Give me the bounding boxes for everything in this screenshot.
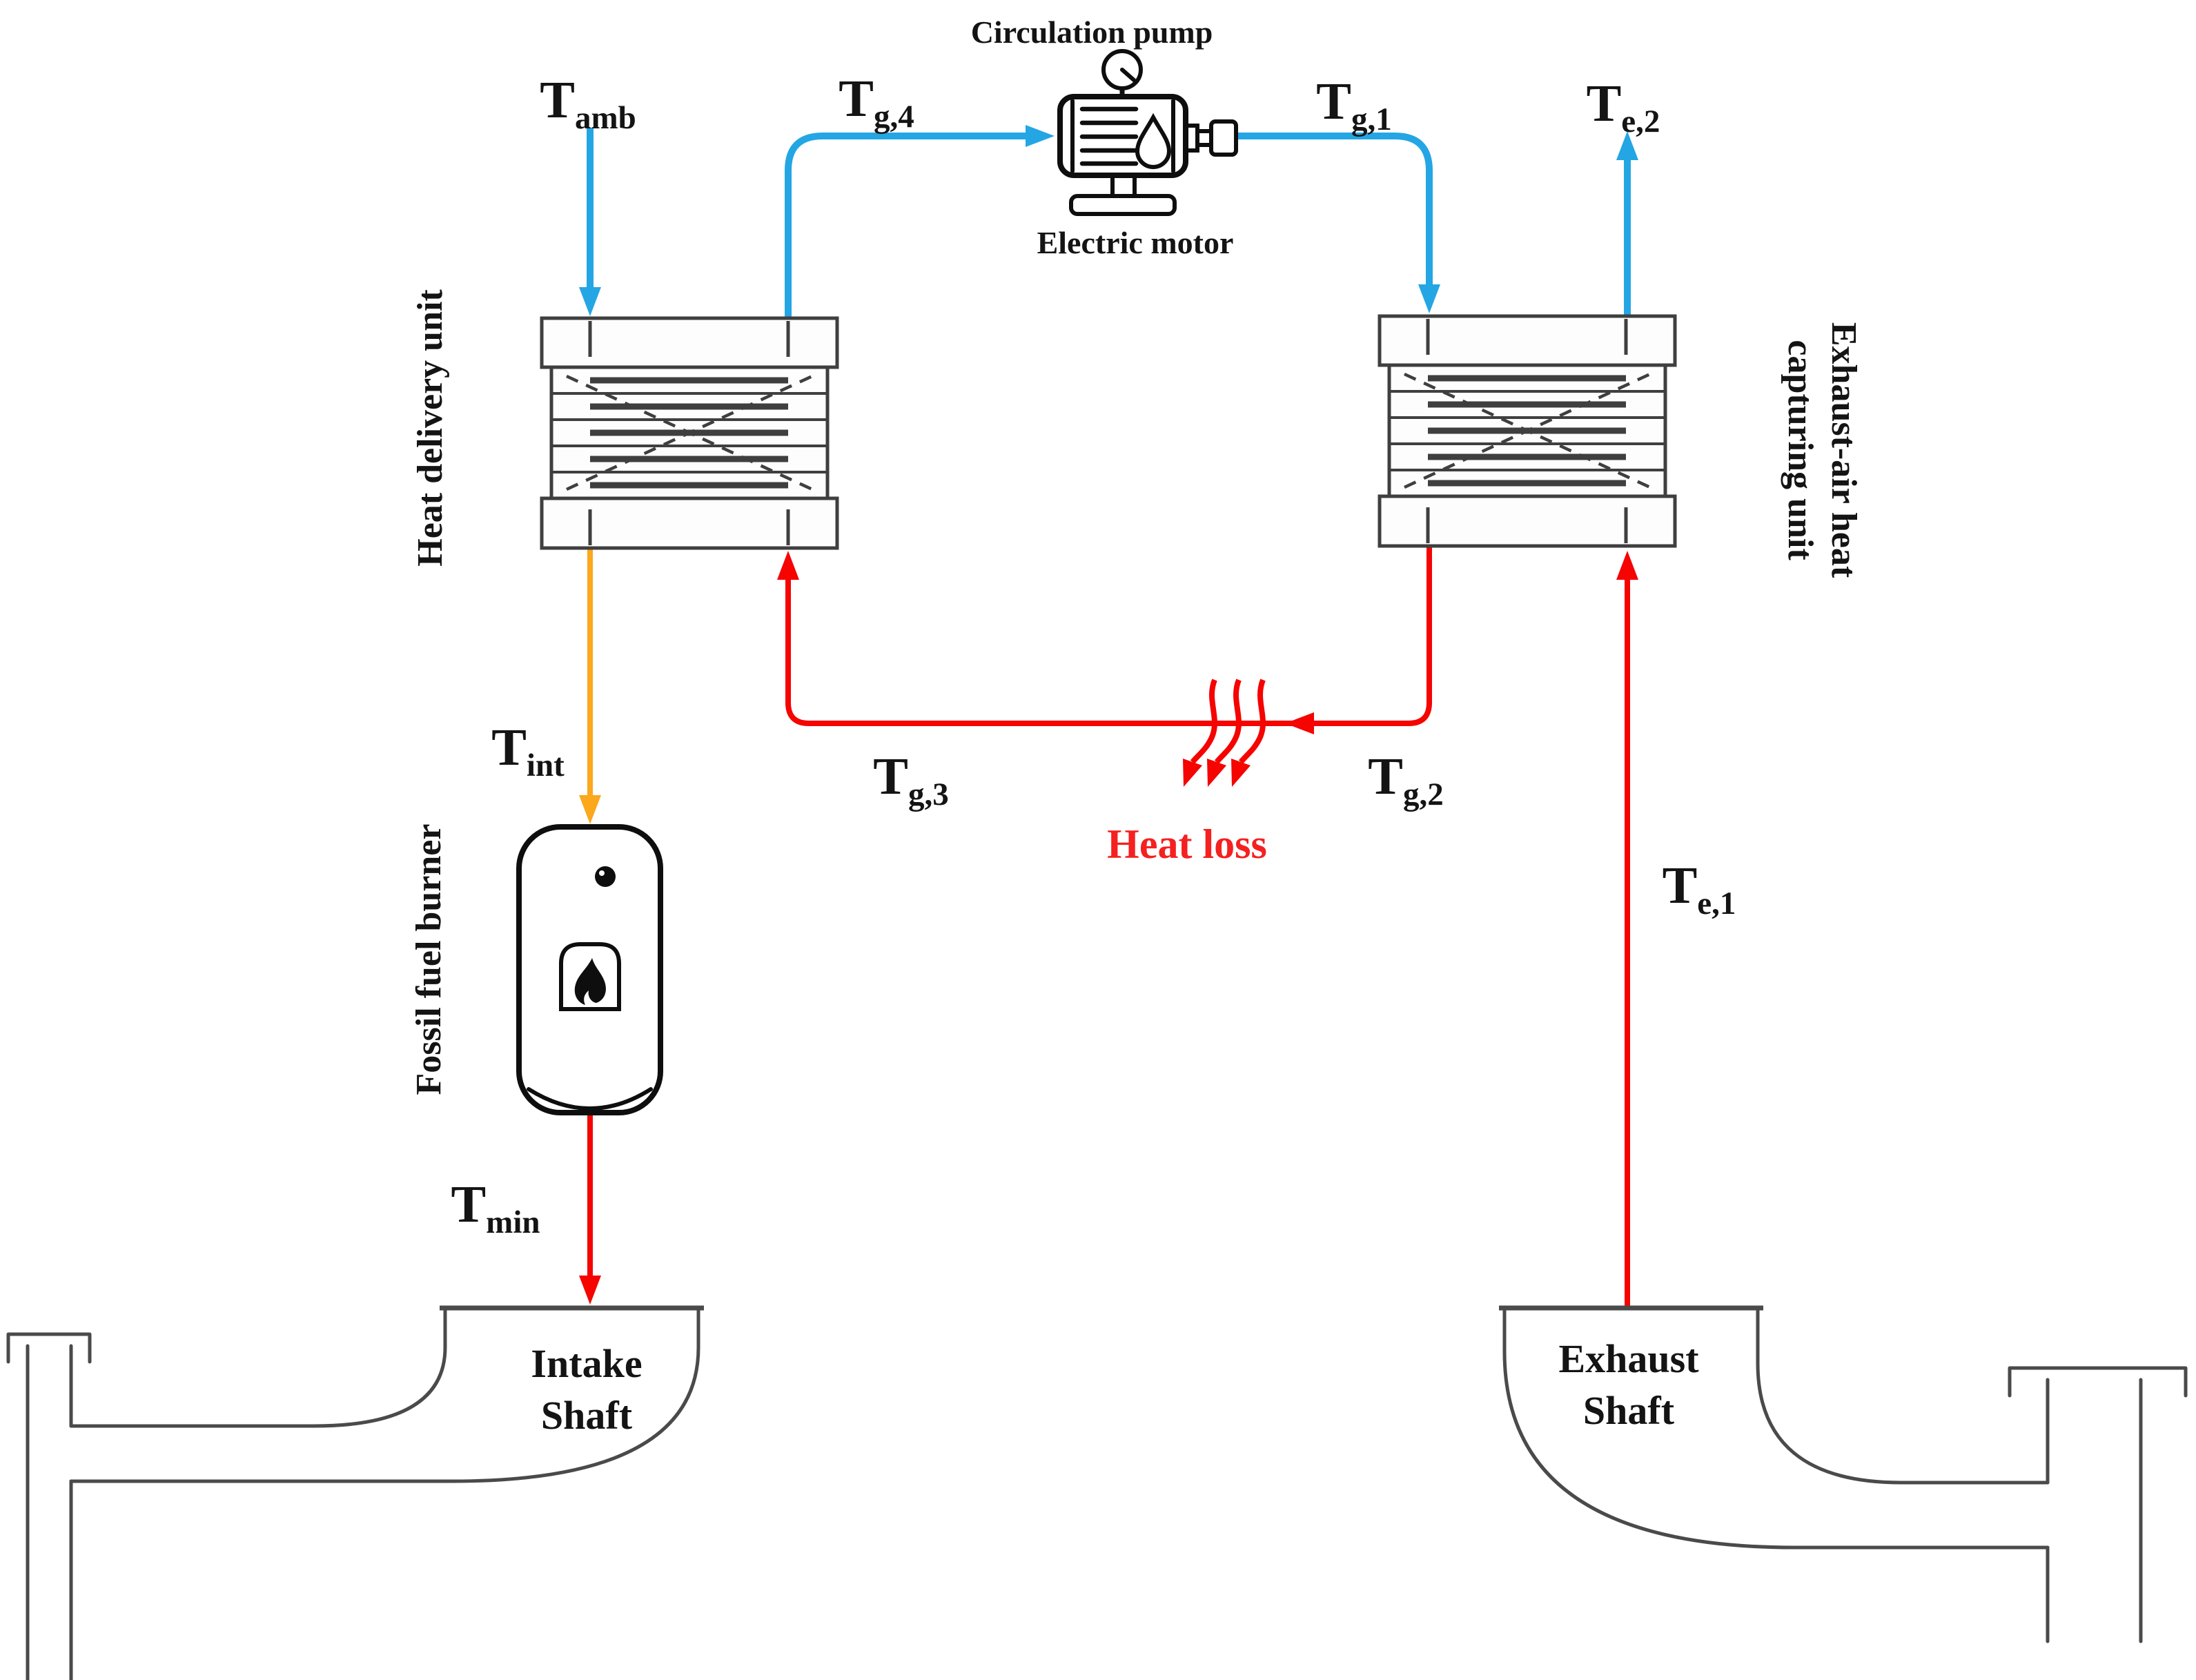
pump-base — [1069, 194, 1177, 216]
pump-end-caps — [1070, 99, 1175, 173]
water-drop-icon — [1135, 113, 1172, 169]
exhaust-air-heat-label-line2: capturing unit — [1781, 340, 1820, 560]
label-t-int: Tint — [491, 719, 565, 783]
label-t-e1: Te,1 — [1663, 857, 1736, 921]
right-vent-walls — [2046, 1378, 2143, 1643]
pipe-t-e1 — [1616, 551, 1638, 1308]
exhaust-duct-inner-wall — [1756, 1306, 2050, 1485]
pipe-t-e2 — [1616, 131, 1638, 316]
pipe-t-int — [579, 548, 601, 824]
intake-shaft-label-line1: Intake — [531, 1341, 642, 1386]
label-t-g2: Tg,2 — [1368, 748, 1443, 812]
exhaust-shaft-label-line2: Shaft — [1583, 1388, 1675, 1433]
heat-loss-label: Heat loss — [1107, 821, 1267, 867]
circulation-pump-label: Circulation pump — [971, 14, 1213, 50]
left-vent-walls — [26, 1344, 73, 1680]
pipe-t-amb — [579, 128, 601, 316]
fossil-fuel-burner-label: Fossil fuel burner — [409, 824, 449, 1095]
intake-shaft-structure — [6, 1305, 704, 1680]
label-t-e2: Te,2 — [1587, 75, 1660, 139]
label-t-g3: Tg,3 — [873, 748, 948, 812]
circulation-pump-icon — [1057, 49, 1238, 216]
intake-shaft-label-line2: Shaft — [541, 1393, 633, 1438]
intake-duct-inner-wall — [69, 1306, 447, 1428]
gauge-needle — [1120, 68, 1136, 82]
pipe-heat-loss-return — [777, 546, 1432, 734]
right-vent-cap — [2008, 1366, 2188, 1398]
burner-knob-highlight — [599, 870, 605, 876]
pump-coupling — [1209, 119, 1238, 157]
burner-knob-icon — [595, 866, 616, 887]
burner-bottom-seam — [527, 1087, 653, 1111]
label-t-min: Tmin — [451, 1175, 540, 1240]
pipe-t-g1 — [1235, 133, 1440, 313]
label-t-g1: Tg,1 — [1316, 72, 1391, 137]
exhaust-shaft-structure — [1499, 1305, 2188, 1643]
pump-stand — [1110, 173, 1137, 198]
exhaust-shaft-label-line1: Exhaust — [1558, 1336, 1699, 1381]
exhaust-duct-outer-wall — [1502, 1306, 2050, 1550]
label-t-g4: Tg,4 — [839, 70, 914, 135]
electric-motor-label: Electric motor — [1037, 225, 1234, 260]
fossil-fuel-burner-icon — [516, 824, 663, 1115]
intake-duct-outer-wall — [69, 1306, 700, 1483]
heat-loss-arrows-icon — [1183, 678, 1266, 787]
label-t-amb: Tamb — [540, 71, 636, 136]
pipe-t-g4 — [785, 125, 1055, 318]
heat-delivery-unit-label: Heat delivery unit — [411, 289, 450, 567]
pump-vents — [1079, 106, 1139, 166]
left-vent-cap — [6, 1332, 92, 1364]
flame-icon — [574, 958, 606, 1005]
exhaust-air-heat-label-line1: Exhaust-air heat — [1824, 322, 1863, 578]
pipe-t-min — [579, 1113, 601, 1305]
heat-exchanger-capturing-icon — [1380, 316, 1675, 546]
heat-exchanger-delivery-icon — [542, 318, 837, 548]
